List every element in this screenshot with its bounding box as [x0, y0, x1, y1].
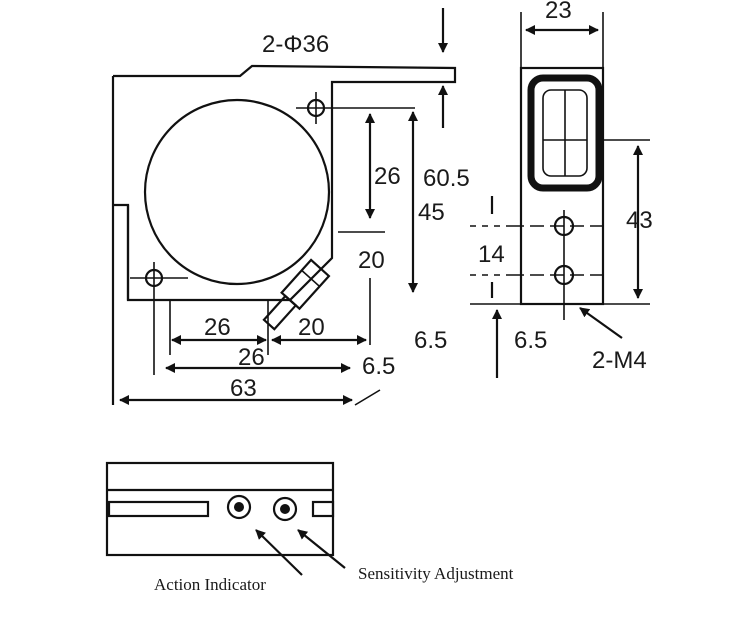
caption-sensitivity-adjustment: Sensitivity Adjustment [358, 564, 514, 583]
action-indicator-led [226, 494, 252, 520]
label-26-left: 26 [204, 314, 231, 341]
side-view [470, 12, 650, 378]
label-45: 45 [418, 199, 445, 226]
front-body-outline [111, 64, 457, 405]
label-63: 63 [230, 375, 257, 402]
label-6-5-side: 6.5 [514, 327, 547, 354]
label-14: 14 [478, 241, 505, 268]
action-indicator-led-core [234, 502, 244, 512]
sensitivity-knob [272, 496, 298, 522]
ext-line [354, 389, 381, 406]
label-60-5: 60.5 [423, 165, 470, 192]
caption-action-indicator: Action Indicator [154, 575, 266, 594]
side-body-outline [519, 66, 605, 306]
label-26-lower: 26 [238, 344, 265, 371]
cable-gland [262, 258, 331, 331]
sensitivity-knob-core [280, 504, 290, 514]
bottom-slot [107, 500, 210, 518]
label-20-right: 20 [298, 314, 325, 341]
lens-circle [143, 98, 331, 286]
label-43: 43 [626, 207, 653, 234]
bottom-view [105, 461, 346, 576]
label-20-vertical: 20 [358, 247, 385, 274]
label-6-5-cable: 6.5 [362, 353, 395, 380]
bottom-small-slot [311, 500, 335, 518]
front-view [111, 8, 457, 406]
label-23: 23 [545, 0, 572, 24]
bottom-body-outline [105, 461, 335, 557]
label-6-5-mid: 6.5 [414, 327, 447, 354]
label-phi: 2-Φ36 [262, 31, 329, 58]
side-lens-window [527, 74, 603, 192]
label-26-vertical: 26 [374, 163, 401, 190]
sensitivity-leader [297, 529, 346, 569]
m4-leader [579, 307, 623, 339]
action-indicator-leader [255, 529, 303, 576]
label-2-m4: 2-M4 [592, 347, 647, 374]
